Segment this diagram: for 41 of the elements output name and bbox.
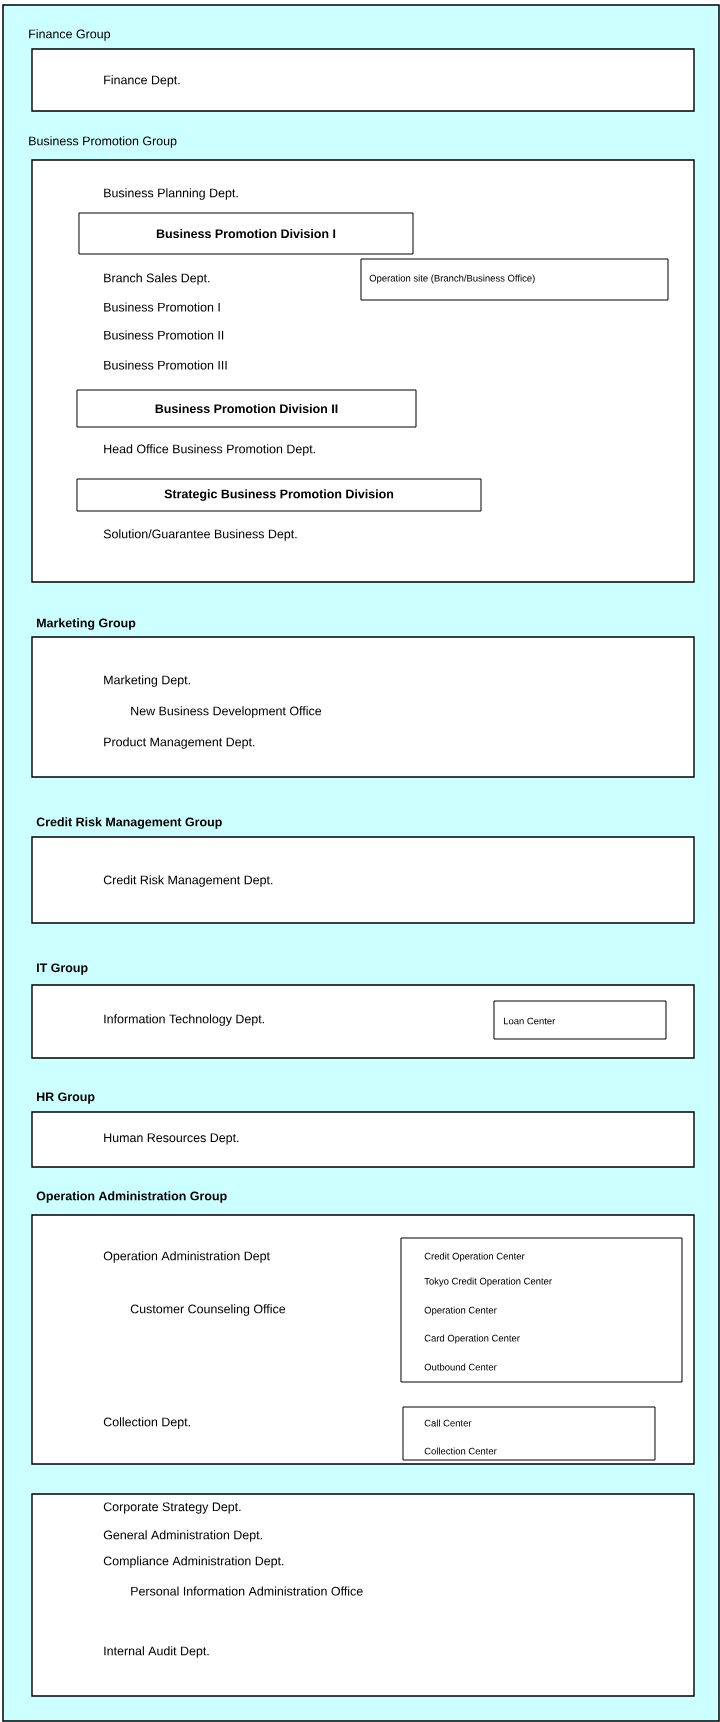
group-heading: Business Promotion Group [29, 136, 177, 148]
dept-label: New Business Development Office [131, 706, 322, 718]
group-heading: IT Group [37, 963, 88, 975]
center-label: Tokyo Credit Operation Center [424, 1277, 552, 1287]
dept-label: Customer Counseling Office [130, 1304, 286, 1316]
dept-label: Business Promotion III [104, 360, 227, 370]
dept-label: Business Planning Dept. [104, 188, 238, 200]
dept-label: Business Promotion I [104, 302, 220, 312]
dept-label: Operation Administration Dept [103, 1251, 270, 1263]
center-label: Operation site (Branch/Business Office) [369, 274, 535, 284]
group-heading: HR Group [37, 1092, 95, 1104]
center-label: Operation Center [424, 1306, 497, 1316]
group-heading: Finance Group [29, 29, 111, 41]
center-label: Credit Operation Center [424, 1252, 525, 1262]
division-title: Business Promotion Division I [156, 228, 336, 239]
group-heading: Marketing Group [37, 618, 136, 630]
dept-label: Corporate Strategy Dept. [103, 1502, 241, 1514]
dept-label: Collection Dept. [103, 1417, 190, 1429]
center-label: Loan Center [504, 1017, 556, 1025]
dept-label: Solution/Guarantee Business Dept. [103, 529, 297, 541]
dept-label: Head Office Business Promotion Dept. [104, 444, 315, 456]
dept-label: Internal Audit Dept. [104, 1646, 209, 1658]
center-label: Call Center [424, 1419, 472, 1427]
group-heading: Operation Administration Group [36, 1191, 227, 1203]
dept-label: Credit Risk Management Dept. [103, 875, 273, 887]
division-title: Strategic Business Promotion Division [164, 489, 394, 501]
dept-label: Human Resources Dept. [104, 1133, 239, 1145]
dept-label: General Administration Dept. [103, 1530, 262, 1542]
center-label: Card Operation Center [424, 1334, 520, 1344]
dept-label: Personal Information Administration Office [131, 1586, 363, 1596]
dept-label: Finance Dept. [104, 75, 180, 87]
dept-label: Marketing Dept. [104, 675, 190, 687]
center-label: Collection Center [424, 1447, 497, 1455]
dept-label: Information Technology Dept. [104, 1014, 264, 1026]
dept-label: Branch Sales Dept. [104, 273, 210, 285]
dept-label: Compliance Administration Dept. [103, 1556, 284, 1568]
dept-label: Business Promotion II [104, 330, 224, 340]
center-label: Outbound Center [424, 1363, 497, 1371]
dept-label: Product Management Dept. [104, 737, 255, 749]
division-title: Business Promotion Division II [155, 403, 338, 414]
group-heading: Credit Risk Management Group [36, 817, 222, 829]
